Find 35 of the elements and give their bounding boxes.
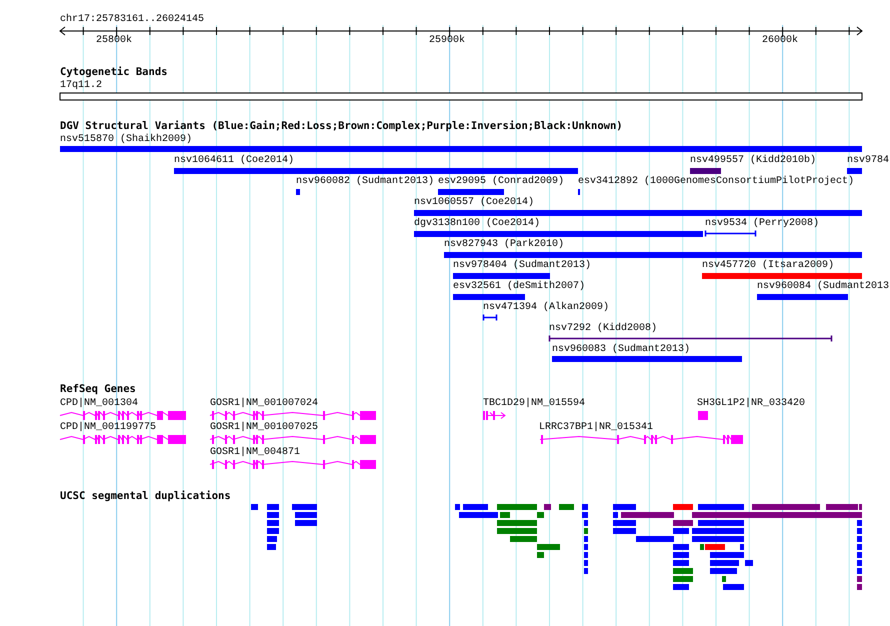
- variant-label: nsv9534 (Perry2008): [705, 218, 820, 229]
- band-label: 17q11.2: [60, 80, 102, 91]
- gene-label: GOSR1|NM_001007025: [210, 422, 318, 433]
- tick-label: 25900k: [429, 35, 466, 46]
- variant-label: nsv960084 (Sudmant2013: [757, 281, 890, 292]
- gene-label: CPD|NM_001199775: [60, 422, 156, 433]
- gene-label: CPD|NM_001304: [60, 398, 138, 409]
- variant-label: nsv9784: [847, 155, 890, 166]
- track-title: UCSC segmental duplications: [60, 491, 231, 502]
- track-title: Cytogenetic Bands: [60, 67, 168, 78]
- variant-label: nsv960083 (Sudmant2013): [552, 344, 690, 355]
- variant-label: nsv978404 (Sudmant2013): [453, 260, 592, 271]
- variant-label: nsv1060557 (Coe2014): [414, 197, 534, 208]
- variant-label: nsv960082 (Sudmant2013): [296, 176, 434, 187]
- track-title: DGV Structural Variants (Blue:Gain;Red:Loss;Brown:Complex;Purple:Inversion;Black:Unknown): [60, 121, 623, 132]
- variant-label: esv29095 (Conrad2009): [438, 176, 564, 187]
- tick-label: 25800k: [96, 35, 132, 46]
- variant-label: nsv1064611 (Coe2014): [174, 155, 294, 166]
- coordinate-label: chr17:25783161..26024145: [60, 14, 204, 25]
- variant-label: nsv7292 (Kidd2008): [549, 323, 658, 334]
- gene-label: SH3GL1P2|NR_033420: [697, 398, 806, 409]
- variant-label: nsv515870 (Shaikh2009): [60, 134, 192, 145]
- variant-label: nsv471394 (Alkan2009): [483, 302, 610, 313]
- gene-label: TBC1D29|NM_015594: [483, 398, 586, 409]
- variant-label: esv3412892 (1000GenomesConsortiumPilotProject): [578, 176, 854, 187]
- variant-label: nsv827943 (Park2010): [444, 239, 564, 250]
- track-title: RefSeq Genes: [60, 384, 136, 395]
- variant-label: nsv457720 (Itsara2009): [702, 260, 834, 271]
- gene-label: LRRC37BP1|NR_015341: [539, 422, 654, 433]
- tick-label: 26000k: [762, 35, 798, 46]
- gene-label: GOSR1|NM_004871: [210, 447, 300, 458]
- variant-label: dgv3138n100 (Coe2014): [414, 218, 540, 229]
- variant-label: esv32561 (deSmith2007): [453, 281, 586, 292]
- gene-label: GOSR1|NM_001007024: [210, 398, 318, 409]
- variant-label: nsv499557 (Kidd2010b): [690, 155, 816, 166]
